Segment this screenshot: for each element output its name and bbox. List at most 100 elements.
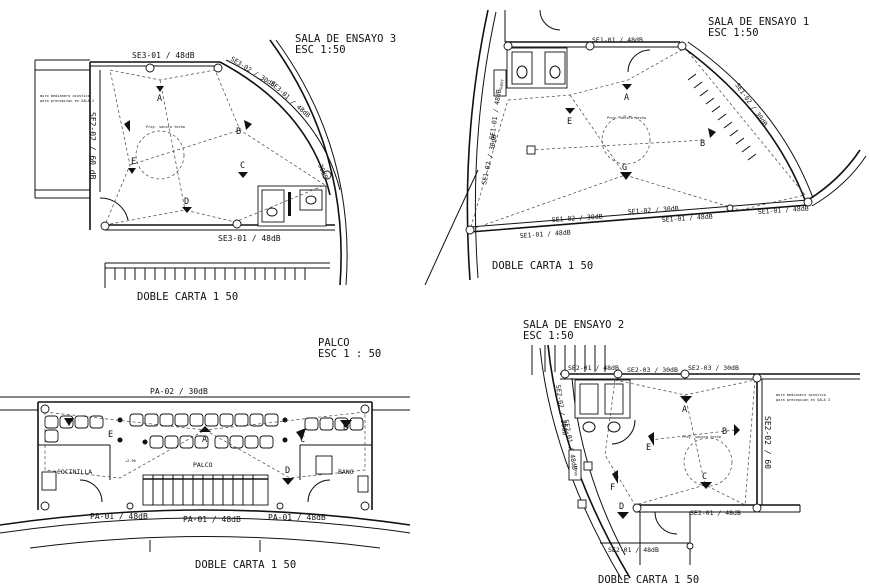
sala2-sound-ray bbox=[684, 394, 706, 486]
sala3-speaker-b: B bbox=[236, 120, 252, 137]
speaker-icon bbox=[238, 172, 248, 178]
sala2-tag-top-c: SE2-03 / 30dB bbox=[688, 364, 739, 372]
speaker-icon bbox=[617, 512, 629, 519]
speaker-label-e: E bbox=[131, 157, 136, 167]
toilet-icon bbox=[305, 195, 317, 205]
palco-tag-bottom-a: PA-01 / 48dB bbox=[90, 512, 148, 521]
sala3-ceiling-projector bbox=[135, 130, 185, 180]
sala1-curve-left-2 bbox=[474, 11, 497, 279]
sala3-scale: ESC 1:50 bbox=[295, 44, 346, 56]
sala2-tag-bottom-a: SE2-01 / 48dB bbox=[690, 509, 741, 517]
sala2-tag-right: SE2-02 / 60 bbox=[763, 416, 772, 469]
sala2-caption: DOBLE CARTA 1 50 bbox=[598, 574, 699, 586]
plan-sala-ensayo-2: SALA DE ENSAYO 2 ESC 1:50 bbox=[523, 319, 860, 586]
palco-caption: DOBLE CARTA 1 50 bbox=[195, 559, 296, 571]
toilet-icon bbox=[516, 65, 528, 79]
palco-level: +2.90 bbox=[125, 459, 136, 463]
sala1-column bbox=[465, 225, 475, 235]
palco-door-swing bbox=[307, 479, 331, 503]
palco-speaker-c: C bbox=[296, 428, 306, 445]
sala3-speaker-d: D bbox=[182, 197, 192, 213]
palco-tag-bottom-c: PA-01 / 48dB bbox=[268, 513, 326, 522]
sala1-shaft bbox=[493, 69, 507, 97]
sala2-column bbox=[613, 369, 623, 379]
speaker-icon bbox=[124, 120, 130, 132]
sala1-tag-bottom-b: SE1-02 / 30dB bbox=[628, 204, 679, 216]
sala2-tag-left-b: SE2-01 / 48dB bbox=[562, 419, 579, 471]
sala3-title: SALA DE ENSAYO 3 bbox=[295, 33, 396, 45]
sala1-curve-right-2 bbox=[687, 41, 814, 199]
speaker-label-g: G bbox=[622, 163, 627, 173]
sala2-curve-left-2 bbox=[539, 347, 623, 581]
sala2-shaft bbox=[568, 449, 582, 481]
speaker-icon bbox=[700, 482, 712, 489]
speaker-icon bbox=[680, 396, 692, 403]
sala1-curve-left-ext bbox=[424, 169, 479, 286]
palco-bath-toilet bbox=[357, 475, 369, 493]
sala1-column bbox=[803, 197, 813, 207]
toilet-icon bbox=[582, 421, 596, 433]
toilet-icon bbox=[607, 421, 621, 433]
sala1-scale: ESC 1:50 bbox=[708, 27, 759, 39]
palco-curve-rail bbox=[29, 536, 381, 549]
speaker-label-b: B bbox=[700, 139, 705, 149]
sala1-speaker-a: A bbox=[622, 84, 632, 103]
speaker-label-a: A bbox=[157, 94, 162, 104]
palco-speaker-d: D bbox=[282, 466, 294, 485]
sala1-tag-bottom-a: SE1-02 / 30dB bbox=[552, 212, 603, 224]
sala1-tag-bottom-e: SE1-01 / 48dB bbox=[758, 204, 809, 216]
sala1-tag-right: SE1-02 / 30dB bbox=[733, 82, 769, 128]
sala2-note-line2: para precepcion en SALA 3 bbox=[776, 398, 830, 402]
speaker-label-b: B bbox=[236, 127, 241, 137]
palco-speaker-b: B bbox=[340, 420, 352, 433]
palco-stair bbox=[142, 474, 269, 506]
palco-column bbox=[360, 501, 370, 511]
toilet-icon bbox=[266, 207, 278, 217]
sala1-wall-bottom bbox=[469, 204, 809, 233]
sala2-column bbox=[632, 503, 642, 513]
sala2-column bbox=[680, 369, 690, 379]
sala1-speaker-b: B bbox=[700, 128, 716, 149]
palco-bath-sink bbox=[315, 455, 333, 475]
sala3-caption: DOBLE CARTA 1 50 bbox=[137, 291, 238, 303]
speaker-icon bbox=[182, 207, 192, 213]
sala3-sound-ray bbox=[159, 79, 186, 211]
speaker-icon bbox=[282, 478, 294, 485]
sala1-tag-top: SE1-01 / 48dB bbox=[592, 36, 643, 44]
sala1-tag-bottom-d: SE1-01 / 48dB bbox=[662, 212, 713, 224]
sala1-tag-bottom-c: SE1-01 / 48dB bbox=[520, 228, 571, 240]
palco-title: PALCO bbox=[318, 337, 350, 349]
speaker-label-b: B bbox=[343, 423, 348, 433]
sala2-toilet-stall bbox=[579, 383, 599, 415]
sala2-speaker-a: A bbox=[680, 396, 692, 415]
sala3-door-swing bbox=[99, 197, 129, 221]
sala3-tag-left: SE2-02 / 60 dB bbox=[88, 112, 97, 180]
sala1-sound-coverage bbox=[469, 47, 806, 231]
palco-light bbox=[117, 437, 123, 443]
sala3-tag-top: SE3-01 / 48dB bbox=[132, 51, 195, 60]
sala2-speaker-f: F bbox=[610, 470, 618, 493]
sala1-toilet-stall bbox=[511, 51, 533, 85]
sala3-note-line1: muro medianero acustico bbox=[40, 94, 90, 98]
speaker-icon bbox=[340, 420, 352, 428]
speaker-icon bbox=[708, 128, 716, 138]
sala2-tag-top-b: SE2-03 / 30dB bbox=[627, 366, 678, 374]
palco-sound-coverage bbox=[44, 411, 366, 479]
sala2-title: SALA DE ENSAYO 2 bbox=[523, 319, 624, 331]
sala2-note-line1: muro medianero acustico bbox=[776, 393, 826, 397]
speaker-icon bbox=[156, 86, 164, 92]
speaker-label-f: F bbox=[610, 483, 615, 493]
sala3-outer-curve-2 bbox=[275, 39, 348, 286]
sala1-title: SALA DE ENSAYO 1 bbox=[708, 16, 809, 28]
sala3-toilet-stall bbox=[261, 189, 285, 223]
palco-column bbox=[126, 502, 134, 510]
sala2-speaker-box bbox=[577, 499, 587, 509]
sala3-sound-ray bbox=[129, 129, 241, 166]
palco-door-swing bbox=[79, 479, 103, 503]
sala2-toilet-stall bbox=[604, 383, 624, 415]
sala3-sound-coverage bbox=[104, 69, 326, 226]
sala3-tag-bottom: SE3-01 / 48dB bbox=[218, 234, 281, 243]
sala2-column bbox=[560, 369, 570, 379]
sala3-stair-hatch bbox=[114, 268, 306, 280]
sala3-outer-curve bbox=[269, 39, 342, 286]
